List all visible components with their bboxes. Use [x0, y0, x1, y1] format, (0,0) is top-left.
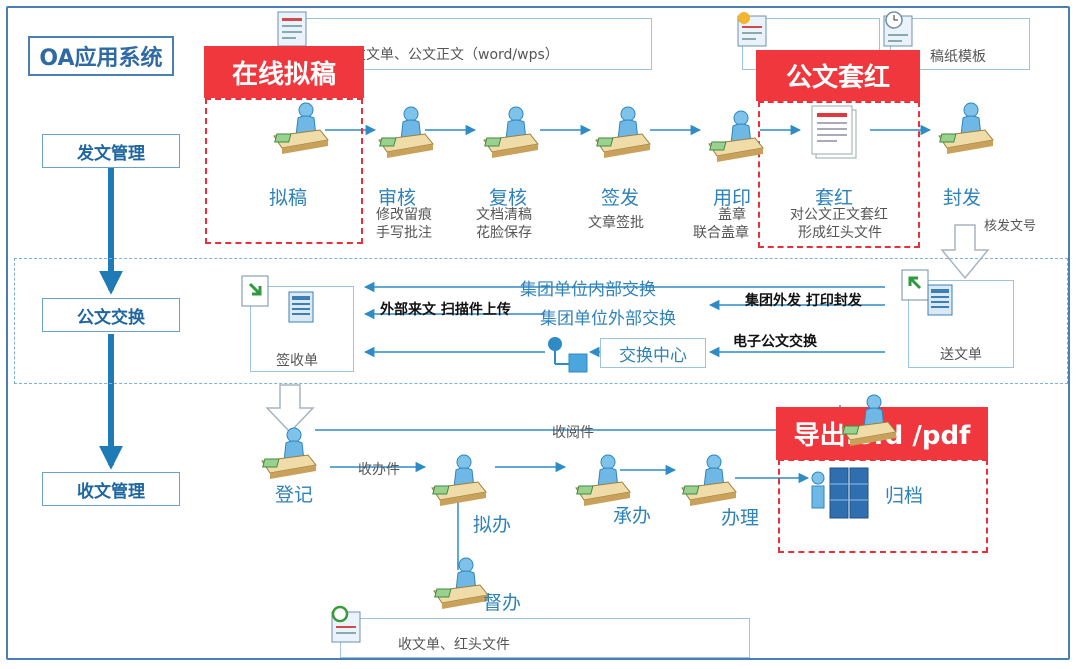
step-sign-sub-1: 文章签批: [588, 215, 644, 231]
undertake-person-icon: [572, 452, 632, 514]
step-red-sub-2: 形成红头文件: [798, 225, 882, 241]
issue-number-text: 核发文号: [984, 219, 1037, 234]
bottom-doc-box: [340, 618, 750, 658]
step-sign-label: 签发: [600, 187, 639, 209]
bottom-doc-text: 收文单、红头文件: [398, 637, 510, 653]
doc-star-icon: [736, 10, 770, 52]
step-draft-label: 拟稿: [268, 187, 307, 209]
step-red-sub-1: 对公文正文套红: [790, 207, 888, 223]
outer-frame: [6, 6, 1070, 660]
red-header-label: 公文套红: [756, 50, 920, 101]
exchange-center-box: 交换中心: [600, 338, 706, 368]
step-seal-sub-2: 联合盖章: [693, 225, 749, 241]
external-exchange-text: 集团单位外部交换: [540, 309, 676, 329]
export-dashed-box: [778, 459, 988, 553]
group-send-text: 集团外发 打印封发: [745, 293, 862, 309]
step-dispatch-label: 封发: [942, 187, 981, 209]
receive-draft-person-icon: [428, 452, 488, 514]
hollow-arrow-sign: [265, 384, 315, 434]
sign-sheet-icon: [287, 290, 315, 328]
exchange-management: 公文交换: [42, 298, 180, 332]
app-title: OA应用系统: [28, 36, 174, 76]
top-doc-box-1: [296, 18, 652, 70]
draft-person-icon: [270, 100, 330, 162]
send-sheet-icon: [926, 283, 954, 321]
step-recheck-sub-2: 花脸保存: [476, 225, 532, 241]
archive-top-person-icon: [838, 392, 898, 454]
receive-draft-label: 拟办: [472, 514, 511, 536]
red-header-dashed-box: [758, 101, 920, 248]
doc-arrow-icon: [240, 274, 274, 314]
send-management: 发文管理: [42, 134, 180, 168]
step-review-label: 审核: [377, 187, 416, 209]
step-seal-label: 用印: [712, 187, 751, 209]
review-person-icon: [375, 104, 435, 166]
top-doc-text-1: 发文单、公文正文（word/wps）: [352, 47, 559, 63]
supervise-person-icon: [430, 555, 490, 617]
step-red-label: 套红: [814, 187, 853, 209]
receive-handle-text: 收办件: [358, 462, 400, 478]
receive-register-label: 登记: [274, 484, 313, 506]
step-recheck-sub-1: 文档清稿: [476, 207, 532, 223]
online-draft-dashed-box: [205, 98, 363, 244]
receive-management: 收文管理: [42, 472, 180, 506]
hollow-arrow-dispatch: [940, 224, 990, 280]
external-incoming-text: 外部来文 扫描件上传: [380, 302, 511, 318]
step-review-sub-2: 手写批注: [376, 225, 432, 241]
e-exchange-text: 电子公文交换: [733, 334, 817, 350]
archive-cabinet-icon: [808, 464, 874, 528]
seal-person-icon: [705, 108, 765, 170]
top-doc-text-2: 稿纸模板: [930, 49, 986, 65]
receive-process-label: 办理: [720, 507, 759, 529]
recheck-person-icon: [480, 104, 540, 166]
process-person-icon: [678, 452, 738, 514]
internal-exchange-text: 集团单位内部交换: [520, 280, 656, 300]
register-person-icon: [258, 425, 318, 487]
dispatch-person-icon: [935, 100, 995, 162]
receive-supervise-label: 督办: [482, 592, 521, 614]
receive-read-text: 收阅件: [552, 425, 594, 441]
doc-refresh-icon: [328, 604, 364, 648]
send-sheet-text: 送文单: [940, 347, 982, 363]
sign-person-icon: [592, 104, 652, 166]
online-draft-label: 在线拟稿: [204, 46, 364, 98]
red-header-doc-icon: [806, 104, 862, 166]
doc-form-icon: [276, 10, 310, 52]
receive-archive-label: 归档: [884, 485, 923, 507]
doc-clock-icon: [882, 10, 916, 52]
receive-undertake-label: 承办: [612, 505, 651, 527]
send-doc-arrow-icon: [900, 268, 934, 308]
step-review-sub-1: 修改留痕: [376, 207, 432, 223]
sign-receipt-text: 签收单: [276, 353, 318, 369]
exchange-dashed-area: [14, 258, 1068, 384]
step-seal-sub-1: 盖章: [718, 207, 746, 223]
step-recheck-label: 复核: [488, 187, 527, 209]
exchange-network-icon: [545, 334, 589, 378]
